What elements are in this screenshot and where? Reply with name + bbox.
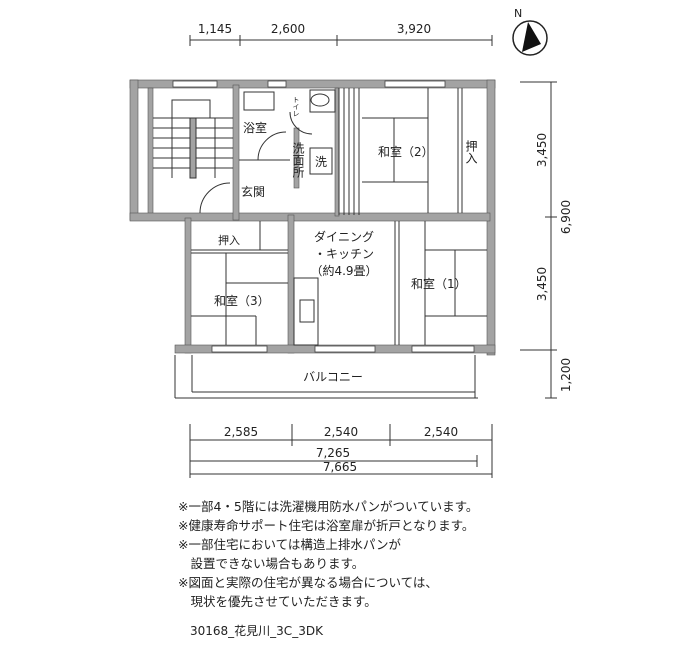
dim-bottom-3: 2,540 <box>424 425 458 439</box>
dim-bottom-total-1: 7,265 <box>316 446 350 460</box>
room-bath: 浴室 <box>243 120 267 135</box>
dim-right-1: 3,450 <box>535 133 549 167</box>
room-washitsu-3: 和室（3） <box>214 293 270 308</box>
room-entrance: 玄関 <box>241 184 265 199</box>
room-washitsu-1: 和室（1） <box>411 276 467 291</box>
dim-top-2: 2,600 <box>271 22 305 36</box>
dim-bottom-total-2: 7,665 <box>323 460 357 474</box>
room-toilet: トイレ <box>292 96 300 117</box>
room-washroom: 洗面所 <box>291 142 305 178</box>
dim-right-3: 1,200 <box>559 358 573 392</box>
note-line: ※一部住宅においては構造上排水パンが <box>178 537 401 552</box>
dim-right-total: 6,900 <box>559 200 573 234</box>
closet-right: 押入 <box>464 140 478 164</box>
dim-top-3: 3,920 <box>397 22 431 36</box>
dim-right-2: 3,450 <box>535 267 549 301</box>
washer-pan: 洗 <box>315 155 327 169</box>
plan-code: 30168_花見川_3C_3DK <box>190 624 323 638</box>
windows <box>172 80 475 353</box>
dim-bottom-1: 2,585 <box>224 425 258 439</box>
notes: ※一部4・5階には洗濯機用防水パンがついています。 ※健康寿命サポート住宅は浴室… <box>178 497 478 611</box>
bottom-dimensions <box>189 424 493 478</box>
closet-left: 押入 <box>218 233 240 247</box>
room-dining-3: （約4.9畳） <box>310 263 377 278</box>
top-dimensions <box>189 35 493 46</box>
walls <box>129 79 496 356</box>
note-line: 現状を優先させていただきます。 <box>178 594 377 609</box>
room-washitsu-2: 和室（2） <box>378 144 434 159</box>
interior-lines <box>153 88 487 399</box>
dim-top-1: 1,145 <box>198 22 232 36</box>
right-dimensions <box>520 81 557 399</box>
dim-bottom-2: 2,540 <box>324 425 358 439</box>
note-line: ※一部4・5階には洗濯機用防水パンがついています。 <box>178 499 479 514</box>
room-dining-2: ・キッチン <box>314 247 374 261</box>
note-line: ※健康寿命サポート住宅は浴室扉が折戸となります。 <box>178 518 475 533</box>
note-line: 設置できない場合もあります。 <box>178 556 365 571</box>
room-balcony: バルコニー <box>303 370 363 384</box>
room-dining-1: ダイニング <box>314 229 374 244</box>
north-compass-icon: N <box>512 7 548 56</box>
compass-label: N <box>514 7 522 20</box>
note-line: ※図面と実際の住宅が異なる場合については、 <box>178 575 438 590</box>
